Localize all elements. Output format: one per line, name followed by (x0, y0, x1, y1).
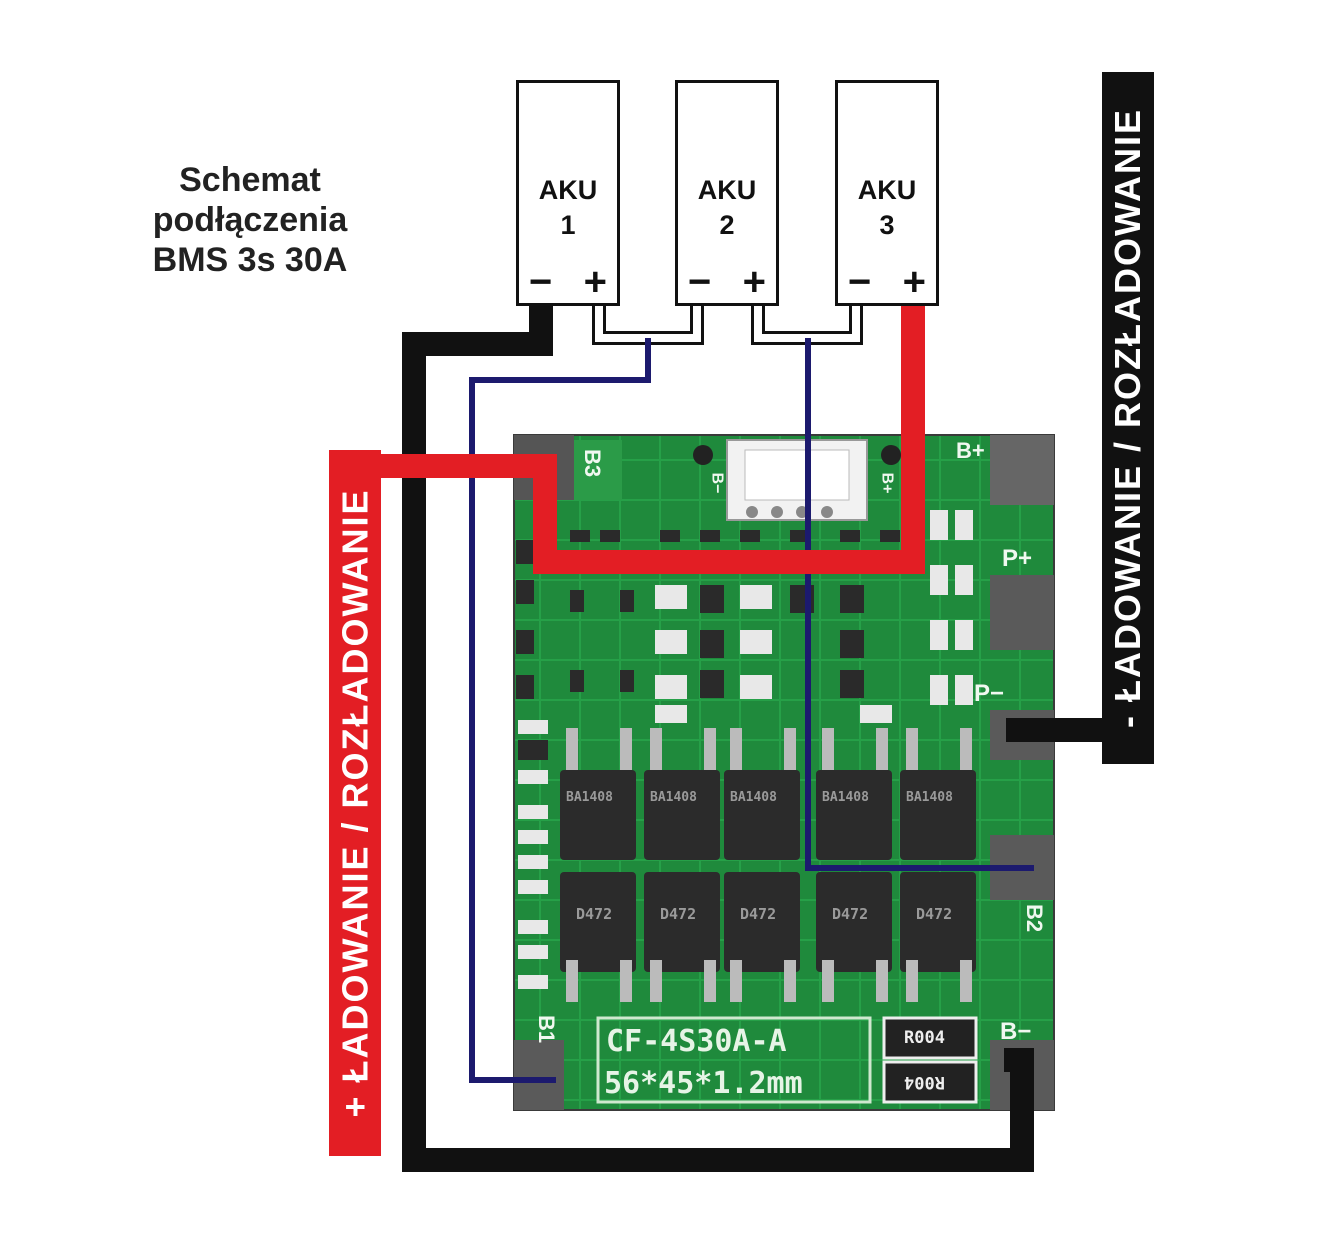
cell-3-label: AKU 3 (857, 175, 917, 240)
left-bar-label: + ŁADOWANIE / ROZŁADOWANIE (334, 488, 376, 1118)
mosfet-label-10: D472 (916, 905, 953, 923)
mosfet-row-bottom (560, 872, 976, 1002)
mosfet-label-3: BA1408 (730, 790, 777, 805)
resistor-label-1: R004 (904, 1028, 945, 1048)
pad-label-b1: B1 (534, 1014, 560, 1044)
pad-label-b-minus: B− (1000, 1018, 1032, 1045)
left-charge-discharge-bar: + ŁADOWANIE / ROZŁADOWANIE (329, 450, 381, 1156)
cell-1-label: AKU 1 (538, 175, 598, 240)
pad-label-b2: B2 (1022, 903, 1048, 933)
red-wire-b3 (380, 306, 925, 574)
cell-3-positive-terminal: + (902, 260, 926, 304)
board-model-label: CF-4S30A-A (606, 1024, 787, 1059)
cell-2-negative-terminal: − (688, 260, 712, 304)
mosfet-label-6: D472 (576, 905, 613, 923)
right-bar-label: - ŁADOWANIE / ROZŁADOWANIE (1107, 108, 1148, 728)
title-line-3: BMS 3s 30A (152, 241, 348, 279)
mosfet-label-4: BA1408 (822, 790, 869, 805)
mosfet-label-9: D472 (832, 905, 869, 923)
diagram-title: Schemat podłączenia BMS 3s 30A (100, 160, 400, 280)
battery-cell-1: AKU 1 − + (516, 80, 620, 306)
mosfet-label-7: D472 (660, 905, 697, 923)
cell-2-label: AKU 2 (697, 175, 757, 240)
pad-label-p-minus: P− (974, 680, 1005, 707)
mosfet-label-1: BA1408 (566, 790, 613, 805)
pad-b1 (514, 1040, 564, 1110)
pad-label-p-plus: P+ (1002, 545, 1033, 572)
right-charge-discharge-bar: - ŁADOWANIE / ROZŁADOWANIE (1102, 72, 1154, 764)
mosfet-label-8: D472 (740, 905, 777, 923)
connector-label-b-minus: B− (708, 472, 726, 494)
cell-3-negative-terminal: − (848, 260, 872, 304)
shunt-resistor-1 (882, 1016, 978, 1060)
battery-cell-3: AKU 3 − + (835, 80, 939, 306)
blue-wire-b1 (469, 338, 651, 1083)
cell-1-positive-terminal: + (583, 260, 607, 304)
cell-1-negative-terminal: − (529, 260, 553, 304)
cell-2-positive-terminal: + (742, 260, 766, 304)
pad-b3 (574, 440, 622, 500)
shunt-resistor-2 (882, 1060, 978, 1104)
resistor-label-2: R004 (904, 1072, 945, 1092)
blue-wire-b2 (805, 338, 1034, 871)
board-size-label: 56*45*1.2mm (604, 1066, 803, 1101)
pad-label-b-plus: B+ (956, 438, 985, 463)
title-line-1: Schemat (179, 161, 321, 199)
black-wire-b-minus (402, 306, 1034, 1172)
smd-components (516, 510, 973, 989)
battery-cell-2: AKU 2 − + (675, 80, 779, 306)
mosfet-row-top (560, 728, 976, 860)
mosfet-label-2: BA1408 (650, 790, 697, 805)
pad-label-b3: B3 (580, 448, 606, 478)
connector-label-b-plus: B+ (878, 472, 896, 494)
mosfet-label-5: BA1408 (906, 790, 953, 805)
pad-b-plus (990, 435, 1054, 505)
title-line-2: podłączenia (152, 201, 348, 239)
pad-p-plus (990, 575, 1054, 650)
